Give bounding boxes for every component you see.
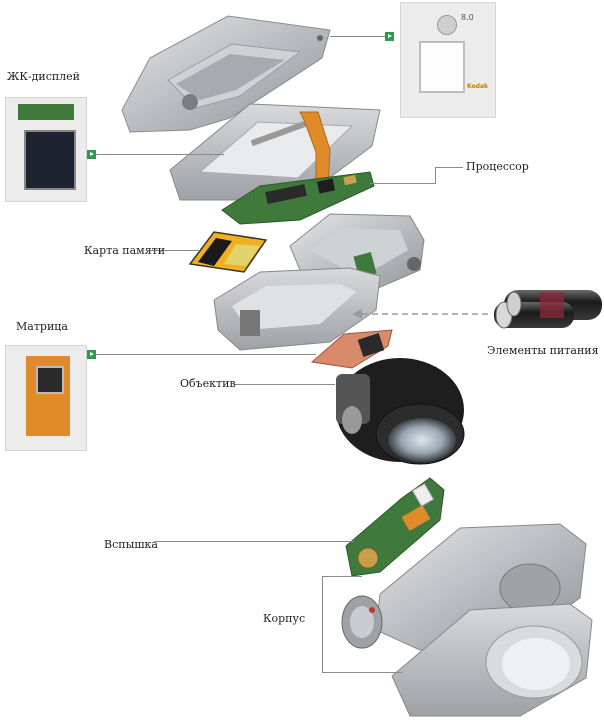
connector-arrow-lcd	[87, 150, 96, 159]
connector-arrow-matrix	[87, 350, 96, 359]
label-flash: Вспышка	[104, 538, 158, 551]
label-batteries: Элементы питания	[487, 344, 599, 357]
leader-body-rear	[322, 672, 402, 673]
leader-matrix	[96, 354, 316, 355]
leader-processor-top	[435, 167, 463, 168]
processor-board	[221, 171, 375, 225]
lcd-thumbnail	[5, 97, 87, 202]
battery-insertion-arrow	[352, 309, 488, 319]
leader-lcd	[96, 154, 224, 155]
camera-back-screen	[419, 41, 465, 93]
lens-assembly	[336, 358, 465, 465]
leader-body-vertical	[322, 576, 323, 672]
label-body: Корпус	[263, 612, 306, 625]
battery-chassis-part	[213, 267, 381, 351]
batteries-part	[494, 290, 602, 329]
leader-camera-back	[330, 36, 385, 37]
label-lens: Объектив	[180, 377, 236, 390]
leader-body-front	[322, 576, 362, 577]
connector-arrow-camera-back	[385, 32, 394, 41]
camera-back-brand: Kodak	[467, 83, 488, 90]
leader-flash	[154, 541, 354, 542]
camera-back-dial-icon	[437, 15, 457, 35]
label-memory-card: Карта памяти	[84, 244, 166, 257]
leader-processor	[370, 183, 435, 184]
sensor-board	[310, 329, 393, 369]
leader-memory-card	[150, 250, 200, 251]
label-lcd: ЖК-дисплей	[7, 70, 81, 83]
lcd-thumbnail-screen	[24, 130, 76, 190]
matrix-thumbnail-sensor	[36, 366, 64, 394]
label-processor: Процессор	[466, 160, 529, 173]
memory-card	[188, 231, 268, 273]
back-panel-part	[121, 15, 331, 133]
flash-board	[345, 477, 445, 577]
matrix-thumbnail	[5, 345, 87, 451]
camera-back-megapixels: 8.0	[461, 13, 474, 22]
leader-lens	[235, 384, 335, 385]
label-matrix: Матрица	[16, 320, 68, 333]
lcd-thumbnail-board	[18, 104, 74, 120]
front-body-part	[341, 523, 593, 717]
camera-back-thumbnail: 8.0 Kodak	[400, 2, 496, 118]
leader-processor-vertical	[435, 167, 436, 184]
